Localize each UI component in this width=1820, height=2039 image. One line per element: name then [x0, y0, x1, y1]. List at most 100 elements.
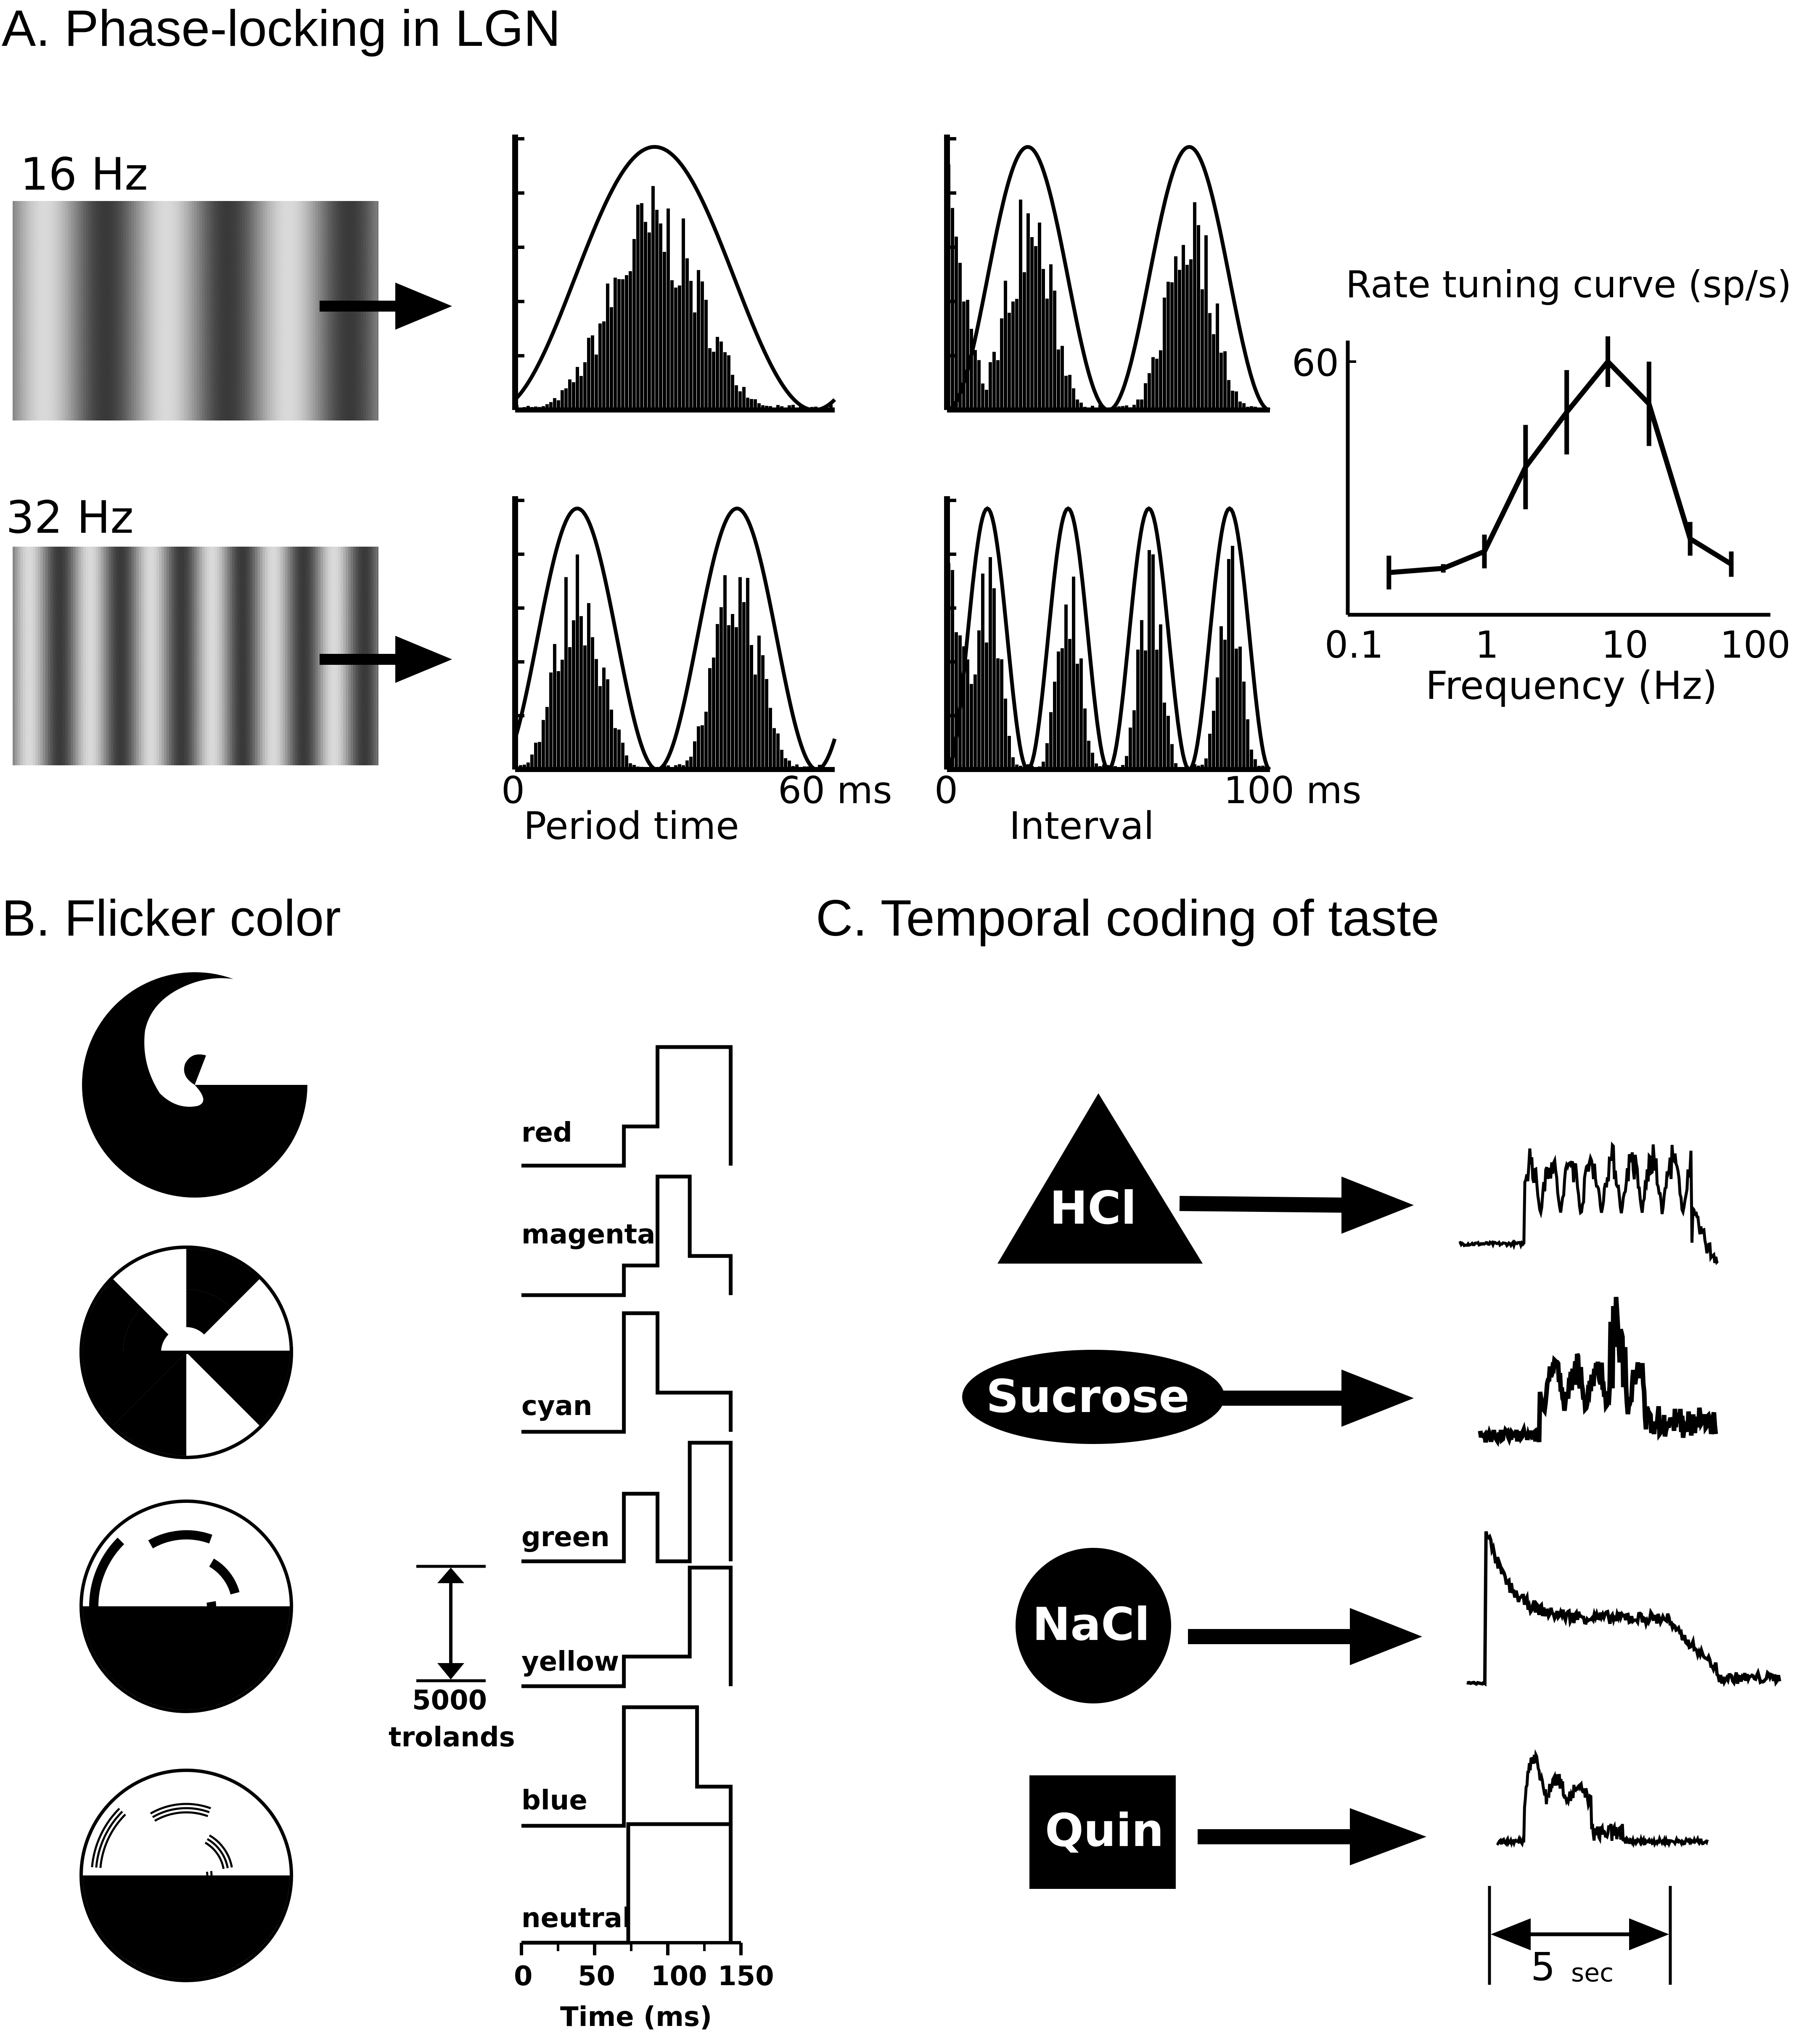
hist-bar: [1114, 407, 1117, 410]
waveform-cyan: [521, 1311, 733, 1434]
trace-sucrose: [1478, 1297, 1718, 1447]
hist-bar: [670, 767, 674, 770]
hist-bar: [1220, 352, 1223, 410]
tastant-label-quin: Quin: [1045, 1804, 1164, 1857]
disk-sector: [186, 1289, 231, 1335]
hist-bar: [685, 760, 689, 770]
hist-bar: [685, 258, 689, 410]
hist-bar: [742, 387, 746, 410]
hist-bar: [674, 287, 677, 410]
hist-bar: [568, 379, 571, 410]
hist-bar: [795, 764, 799, 770]
hist-bar: [644, 222, 647, 410]
hist-bar: [1004, 698, 1007, 770]
hist-bar: [822, 767, 825, 770]
waveform-red: [521, 1045, 733, 1168]
hist-bar: [1129, 727, 1132, 770]
tastant-label-sucrose: Sucrose: [986, 1370, 1190, 1423]
period-histogram-32hz: [512, 496, 837, 772]
hist-bar: [572, 620, 575, 770]
hist-bar: [1238, 646, 1242, 770]
hist-bar: [583, 362, 587, 410]
hist-bar: [693, 741, 696, 770]
hist-bar: [553, 644, 556, 770]
hist-bar: [746, 397, 749, 410]
hist-bar: [1011, 301, 1015, 410]
stimulus-label-16hz: 16 Hz: [20, 148, 148, 200]
flicker-disk-4: [79, 1769, 293, 1982]
hist-bar: [704, 300, 708, 410]
hist-bar: [1159, 350, 1162, 410]
hist-bar: [568, 647, 571, 770]
hist-bar: [598, 323, 602, 410]
hist-bar: [670, 280, 674, 410]
hist-bar: [989, 362, 992, 410]
hist-bar: [780, 750, 783, 770]
disk-arc: [204, 1841, 225, 1869]
hist-bar: [701, 281, 704, 410]
hist-bar: [1026, 213, 1030, 410]
disk-arc: [205, 1871, 209, 1881]
hist-bar: [1261, 765, 1264, 770]
hist-bar: [1121, 765, 1124, 770]
hist-bar: [1223, 640, 1227, 770]
hist-bar: [727, 625, 730, 770]
hist-bar: [1193, 764, 1196, 770]
hist-bar: [735, 627, 738, 770]
interval-axis-title: Interval: [1009, 804, 1154, 848]
hist-bar: [1148, 373, 1151, 410]
hist-bar: [1216, 677, 1219, 770]
hist-bar: [542, 406, 545, 410]
hist-bar: [1216, 303, 1219, 410]
hist-bar: [629, 763, 632, 770]
hist-bar: [1008, 312, 1011, 410]
hist-bar: [1151, 357, 1155, 410]
hist-bar: [1091, 753, 1094, 770]
tuning-x-tick-0.1: 0.1: [1325, 623, 1384, 666]
hist-envelope: [946, 506, 1271, 772]
hist-bar: [648, 232, 651, 410]
grating-32hz: [13, 547, 378, 765]
hist-bar: [1257, 766, 1261, 770]
hist-bar: [1057, 349, 1060, 410]
hist-bar: [1261, 409, 1264, 410]
hist-bar: [1045, 299, 1049, 410]
hist-bar: [632, 765, 636, 770]
disk-arc: [95, 1811, 123, 1868]
hist-bar: [1038, 766, 1041, 770]
hist-bar: [772, 728, 776, 770]
hist-bar: [1068, 375, 1071, 410]
hist-bar: [746, 578, 749, 770]
waveform-green: [521, 1441, 733, 1563]
hist-bar: [1064, 604, 1068, 770]
hist-bar: [534, 406, 537, 410]
waveform-label-magenta: magenta: [521, 1219, 656, 1250]
hist-bar: [1178, 270, 1181, 410]
hist-bar: [1201, 289, 1204, 410]
hist-bar: [538, 742, 541, 770]
hist-bar: [985, 389, 988, 410]
hist-bar: [545, 707, 549, 770]
hist-bar: [682, 218, 685, 410]
hist-bar: [1193, 202, 1196, 410]
hist-bar: [1098, 766, 1102, 770]
disk-arc: [152, 1807, 210, 1818]
hist-bar: [996, 360, 1000, 410]
rate-tuning-chart: [1346, 336, 1770, 617]
hist-bar: [757, 403, 761, 410]
hist-bar: [1000, 659, 1003, 770]
hist-bar: [1030, 766, 1034, 770]
hist-bar: [829, 769, 833, 770]
hist-bar: [708, 668, 712, 770]
hist-bar: [1235, 391, 1238, 410]
hist-bar: [799, 767, 802, 770]
time-tick-label-150: 150: [718, 1961, 774, 1992]
hist-bar: [1250, 749, 1253, 770]
hist-bar: [1159, 624, 1162, 770]
hist-bar: [651, 186, 655, 410]
panel-a-title: A. Phase-locking in LGN: [2, 0, 561, 57]
hist-bar: [1087, 408, 1090, 410]
hist-bar: [549, 402, 553, 410]
hist-bar: [1178, 767, 1181, 770]
hist-bar: [1129, 407, 1132, 410]
